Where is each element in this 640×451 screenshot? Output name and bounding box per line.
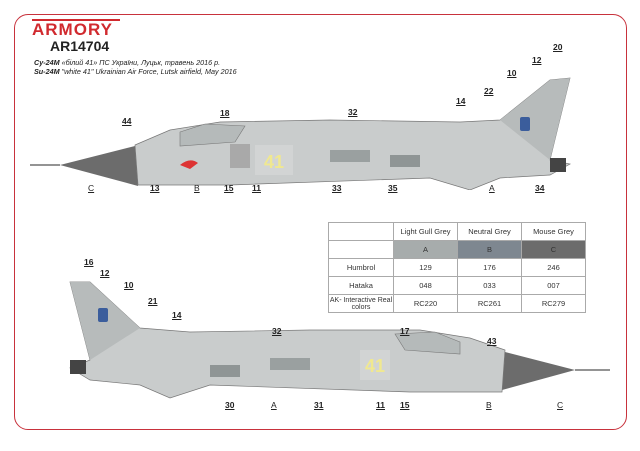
page-border [14, 14, 627, 430]
swatch-b: B [457, 240, 522, 259]
callout-21: 21 [148, 296, 158, 306]
cell: RC279 [521, 294, 586, 313]
callout-B: B [194, 183, 200, 193]
callout-43: 43 [487, 336, 497, 346]
callout-12: 12 [100, 268, 110, 278]
row-label-ak: AK- Interactive Real colors [328, 294, 394, 313]
aircraft-profile-bottom: 41 [69, 281, 610, 399]
color-table: Light Gull Grey Neutral Grey Mouse Grey … [328, 222, 586, 313]
callout-34: 34 [535, 183, 545, 193]
subtitle: Су-24М «білий 41» ПС України, Луцьк, тра… [34, 58, 237, 76]
callout-B: B [486, 400, 492, 410]
callout-11: 11 [252, 183, 261, 193]
callout-35: 35 [388, 183, 398, 193]
logo-bar [32, 19, 120, 21]
tryzub-emblem-top [520, 117, 530, 131]
product-code: AR14704 [50, 38, 110, 54]
callout-C: C [88, 183, 95, 193]
callout-31: 31 [314, 400, 324, 410]
callout-32: 32 [272, 326, 282, 336]
callout-14: 14 [172, 310, 182, 320]
callout-20: 20 [553, 42, 563, 52]
swatch-a: A [393, 240, 458, 259]
swatch-c: C [521, 240, 586, 259]
callout-18: 18 [220, 108, 230, 118]
callout-17: 17 [400, 326, 410, 336]
col-name-b: Neutral Grey [457, 222, 522, 241]
callout-A: A [271, 400, 277, 410]
callout-12: 12 [532, 55, 542, 65]
side-number-bottom: 41 [365, 356, 385, 376]
callout-10: 10 [124, 280, 134, 290]
callout-C: C [557, 400, 564, 410]
col-name-a: Light Gull Grey [393, 222, 458, 241]
side-number-top: 41 [264, 152, 284, 172]
callout-13: 13 [150, 183, 160, 193]
subtitle-en: "white 41" Ukrainian Air Force, Lutsk ai… [59, 67, 237, 76]
callout-16: 16 [84, 257, 94, 267]
callout-44: 44 [122, 116, 132, 126]
callout-32: 32 [348, 107, 358, 117]
callout-15: 15 [224, 183, 234, 193]
callout-30: 30 [225, 400, 235, 410]
brand-logo: ARMORY [32, 20, 113, 39]
subtitle-uk: «білий 41» ПС України, Луцьк, травень 20… [59, 58, 221, 67]
callout-A: A [489, 183, 495, 193]
callout-33: 33 [332, 183, 342, 193]
subtitle-en-bold: Su-24M [34, 67, 60, 76]
callout-10: 10 [507, 68, 517, 78]
callout-22: 22 [484, 86, 494, 96]
callout-14: 14 [456, 96, 466, 106]
callout-15: 15 [400, 400, 410, 410]
aircraft-profile-top: 41 [30, 77, 572, 190]
subtitle-uk-bold: Су-24М [34, 58, 60, 67]
tryzub-emblem-bottom [98, 308, 108, 322]
col-name-c: Mouse Grey [521, 222, 586, 241]
callout-11: 11 [376, 400, 385, 410]
